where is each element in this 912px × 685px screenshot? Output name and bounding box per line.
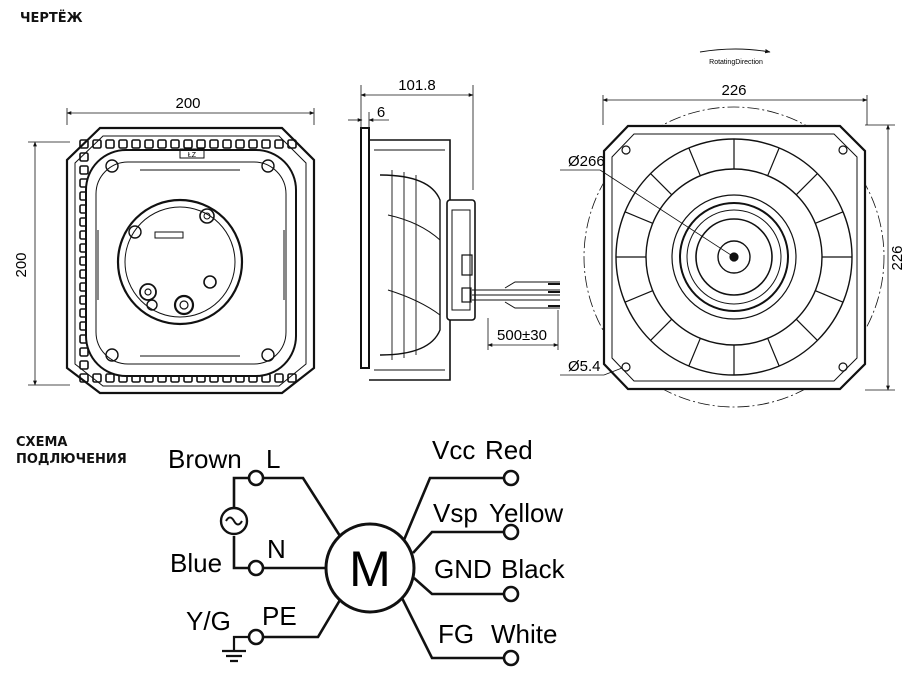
gnd-label: GND — [434, 554, 492, 584]
white-label: White — [491, 619, 557, 649]
vsp-label: Vsp — [433, 498, 478, 528]
front-height-dim: 200 — [13, 252, 30, 277]
terminal-n-label: N — [267, 534, 286, 564]
terminal-l-label: L — [266, 444, 280, 474]
front-label-mark: ŁZ — [188, 152, 197, 159]
front-view-drawing — [28, 108, 316, 395]
rear-view-drawing — [560, 48, 895, 408]
rear-circle-dim: Ø266 — [568, 153, 605, 170]
rotation-direction-label: RotatingDirection — [709, 59, 763, 66]
rear-height-dim: 226 — [889, 245, 906, 270]
wire-blue-label: Blue — [170, 548, 222, 578]
motor-label: M — [349, 541, 391, 597]
black-label: Black — [501, 554, 566, 584]
wire-brown-label: Brown — [168, 444, 242, 474]
rear-width-dim: 226 — [721, 82, 746, 99]
side-depth-dim: 101.8 — [398, 77, 436, 94]
wiring-diagram — [219, 469, 520, 667]
wiring-heading-line2: ПОДЛЮЧЕНИЯ — [16, 452, 127, 467]
vcc-label: Vcc — [432, 435, 475, 465]
red-label: Red — [485, 435, 533, 465]
front-width-dim: 200 — [175, 95, 200, 112]
rear-hole-dim: Ø5.4 — [568, 358, 601, 375]
side-view-drawing — [348, 85, 560, 381]
side-cable-dim: 500±30 — [497, 327, 547, 344]
side-flange-dim: 6 — [377, 104, 385, 121]
yellow-label: Yellow — [489, 498, 563, 528]
drawing-heading: ЧЕРТЁЖ — [20, 11, 83, 26]
wiring-heading: СХЕМА ПОДЛЮЧЕНИЯ — [16, 434, 156, 468]
wire-yg-label: Y/G — [186, 606, 231, 636]
fg-label: FG — [438, 619, 474, 649]
terminal-pe-label: PE — [262, 601, 297, 631]
wiring-heading-line1: СХЕМА — [16, 435, 68, 450]
